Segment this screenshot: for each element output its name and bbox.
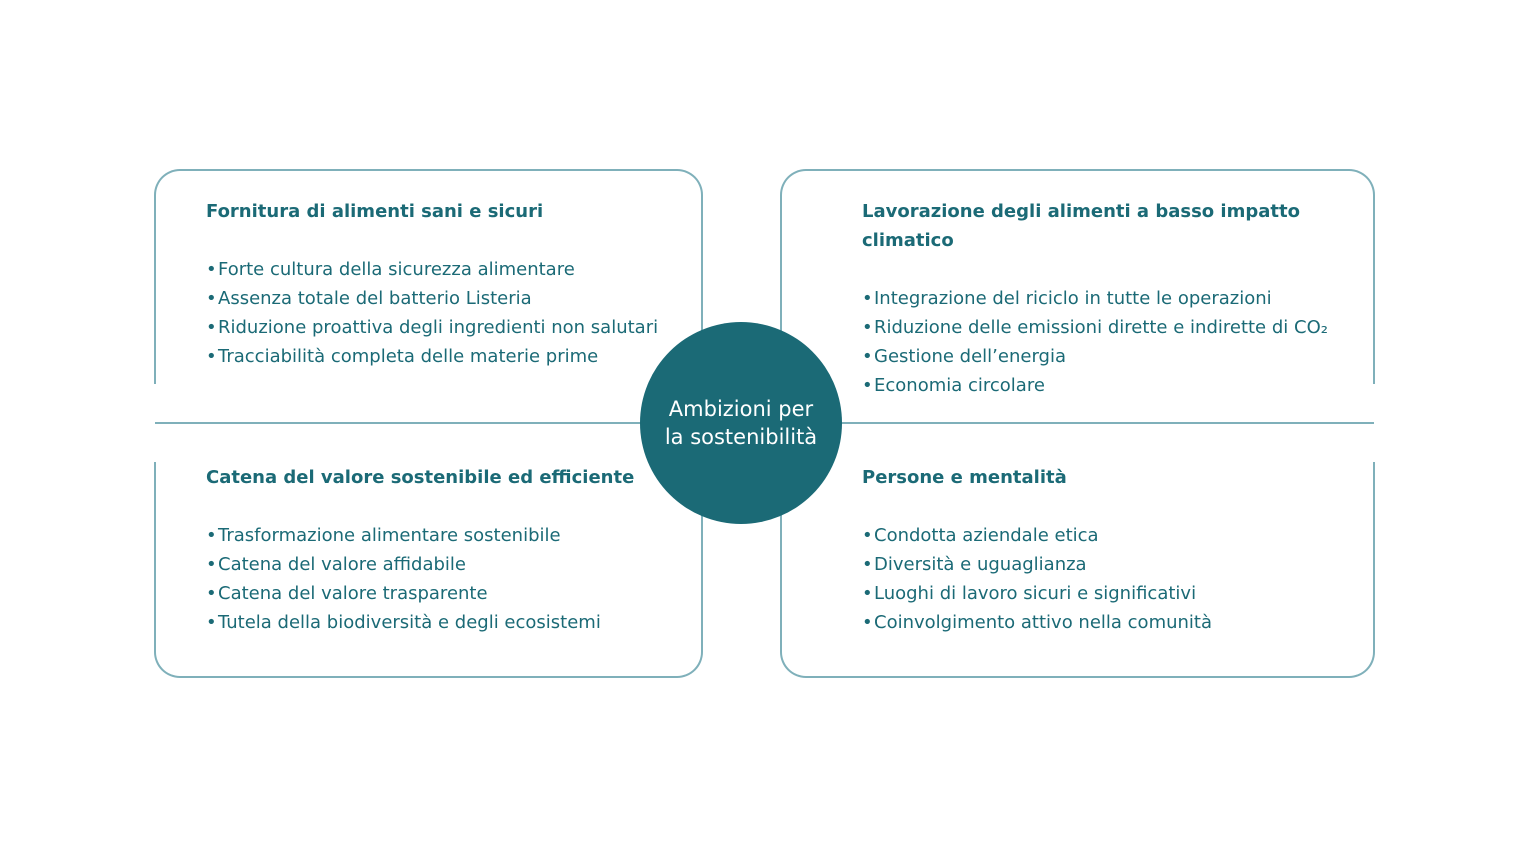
center-label: Ambizioni per la sostenibilità	[664, 397, 818, 449]
bullet: •	[206, 612, 217, 633]
list-item: •Assenza totale del batterio Listeria	[206, 284, 686, 313]
list-item: •Riduzione delle emissioni dirette e ind…	[862, 313, 1342, 342]
quadrant-list: •Condotta aziendale etica •Diversità e u…	[862, 521, 1342, 637]
bullet: •	[862, 525, 873, 546]
center-circle: Ambizioni per la sostenibilità	[640, 322, 842, 524]
quadrant-list: •Forte cultura della sicurezza alimentar…	[206, 255, 686, 371]
bullet: •	[206, 346, 217, 367]
list-item: •Gestione dell’energia	[862, 342, 1342, 371]
list-item: •Catena del valore affidabile	[206, 550, 686, 579]
bullet: •	[862, 317, 873, 338]
bullet: •	[206, 583, 217, 604]
quadrant-title: Catena del valore sostenibile ed efficie…	[206, 467, 635, 488]
quadrant-top-left: Fornitura di alimenti sani e sicuri •For…	[206, 197, 686, 371]
bullet: •	[862, 583, 873, 604]
list-item: •Forte cultura della sicurezza alimentar…	[206, 255, 686, 284]
list-item: •Tracciabilità completa delle materie pr…	[206, 342, 686, 371]
quadrant-list: •Integrazione del riciclo in tutte le op…	[862, 284, 1342, 400]
list-item: •Integrazione del riciclo in tutte le op…	[862, 284, 1342, 313]
bullet: •	[206, 317, 217, 338]
bullet: •	[862, 288, 873, 309]
quadrant-bottom-left: Catena del valore sostenibile ed efficie…	[206, 463, 686, 637]
quadrant-title: Fornitura di alimenti sani e sicuri	[206, 201, 544, 222]
quadrant-title: Persone e mentalità	[862, 467, 1067, 488]
quadrant-frame-top-left	[154, 169, 703, 384]
bullet: •	[862, 346, 873, 367]
list-item: •Tutela della biodiversità e degli ecosi…	[206, 608, 686, 637]
bullet: •	[862, 612, 873, 633]
quadrant-frame-top-right	[780, 169, 1375, 384]
bullet: •	[206, 288, 217, 309]
quadrant-bottom-right: Persone e mentalità •Condotta aziendale …	[862, 463, 1342, 637]
list-item: •Trasformazione alimentare sostenibile	[206, 521, 686, 550]
list-item: •Diversità e uguaglianza	[862, 550, 1342, 579]
quadrant-list: •Trasformazione alimentare sostenibile •…	[206, 521, 686, 637]
quadrant-top-right: Lavorazione degli alimenti a basso impat…	[862, 197, 1342, 400]
bullet: •	[206, 525, 217, 546]
list-item: •Catena del valore trasparente	[206, 579, 686, 608]
bullet: •	[206, 554, 217, 575]
list-item: •Condotta aziendale etica	[862, 521, 1342, 550]
bullet: •	[862, 554, 873, 575]
bullet: •	[206, 259, 217, 280]
quadrant-title: Lavorazione degli alimenti a basso impat…	[862, 201, 1300, 251]
bullet: •	[862, 375, 873, 396]
list-item: •Economia circolare	[862, 371, 1342, 400]
quadrant-frame-bottom-right	[780, 462, 1375, 678]
quadrant-frame-bottom-left	[154, 462, 703, 678]
list-item: •Riduzione proattiva degli ingredienti n…	[206, 313, 686, 342]
list-item: •Coinvolgimento attivo nella comunità	[862, 608, 1342, 637]
list-item: •Luoghi di lavoro sicuri e significativi	[862, 579, 1342, 608]
